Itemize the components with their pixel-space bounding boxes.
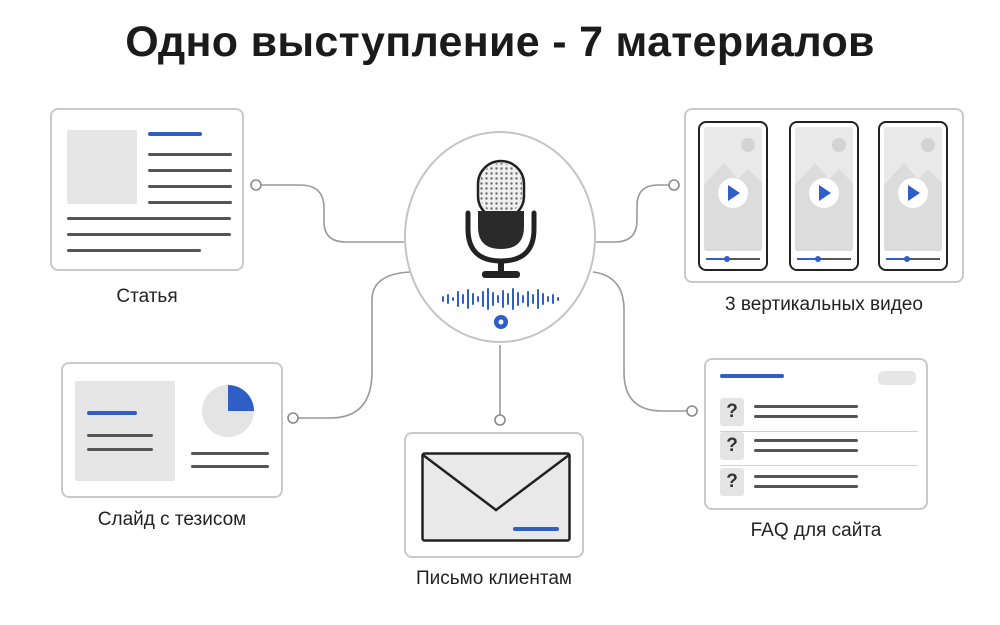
article-text-line	[67, 217, 231, 220]
slide-text-panel	[75, 381, 175, 481]
article-text-line	[67, 233, 231, 236]
hub-circle	[404, 131, 596, 343]
article-image-placeholder	[67, 130, 137, 204]
faq-header-pill	[878, 371, 916, 385]
slide-card	[61, 362, 283, 498]
article-text-line	[148, 185, 232, 188]
slide-text-line	[191, 452, 269, 455]
videos-label: 3 вертикальных видео	[725, 294, 923, 315]
page-title: Одно выступление - 7 материалов	[125, 18, 875, 66]
article-text-line	[148, 169, 232, 172]
connector-node-article	[250, 179, 262, 191]
email-label: Письмо клиентам	[416, 568, 572, 589]
article-text-line	[67, 249, 201, 252]
faq-item: ?	[720, 468, 918, 498]
connector-slide	[293, 271, 411, 419]
question-mark-icon: ?	[720, 432, 744, 460]
videos-card	[684, 108, 964, 283]
pie-chart-icon	[202, 385, 254, 437]
connector-node-faq	[686, 405, 698, 417]
email-card	[404, 432, 584, 558]
vertical-video-icon	[878, 121, 948, 271]
envelope-icon	[421, 452, 571, 542]
slide-text-line	[87, 448, 153, 451]
faq-item: ?	[720, 398, 918, 432]
connector-faq	[592, 271, 690, 412]
microphone-icon	[442, 159, 559, 329]
slide-text-line	[87, 434, 153, 437]
connector-article	[258, 184, 404, 243]
slide-text-line	[191, 465, 269, 468]
slide-label: Слайд с тезисом	[97, 509, 247, 530]
article-label: Статья	[116, 286, 178, 307]
connector-node-slide	[287, 412, 299, 424]
slide-heading-bar	[87, 411, 137, 415]
article-heading-bar	[148, 132, 202, 136]
faq-heading-bar	[720, 374, 784, 378]
article-card	[50, 108, 244, 271]
question-mark-icon: ?	[720, 468, 744, 496]
connector-node-email	[494, 414, 506, 426]
question-mark-icon: ?	[720, 398, 744, 426]
vertical-video-icon	[698, 121, 768, 271]
faq-label: FAQ для сайта	[750, 520, 882, 541]
faq-card: ? ? ?	[704, 358, 928, 510]
article-text-line	[148, 201, 232, 204]
faq-item: ?	[720, 432, 918, 466]
vertical-video-icon	[789, 121, 859, 271]
connector-node-videos	[668, 179, 680, 191]
article-text-line	[148, 153, 232, 156]
connector-videos	[596, 184, 673, 243]
